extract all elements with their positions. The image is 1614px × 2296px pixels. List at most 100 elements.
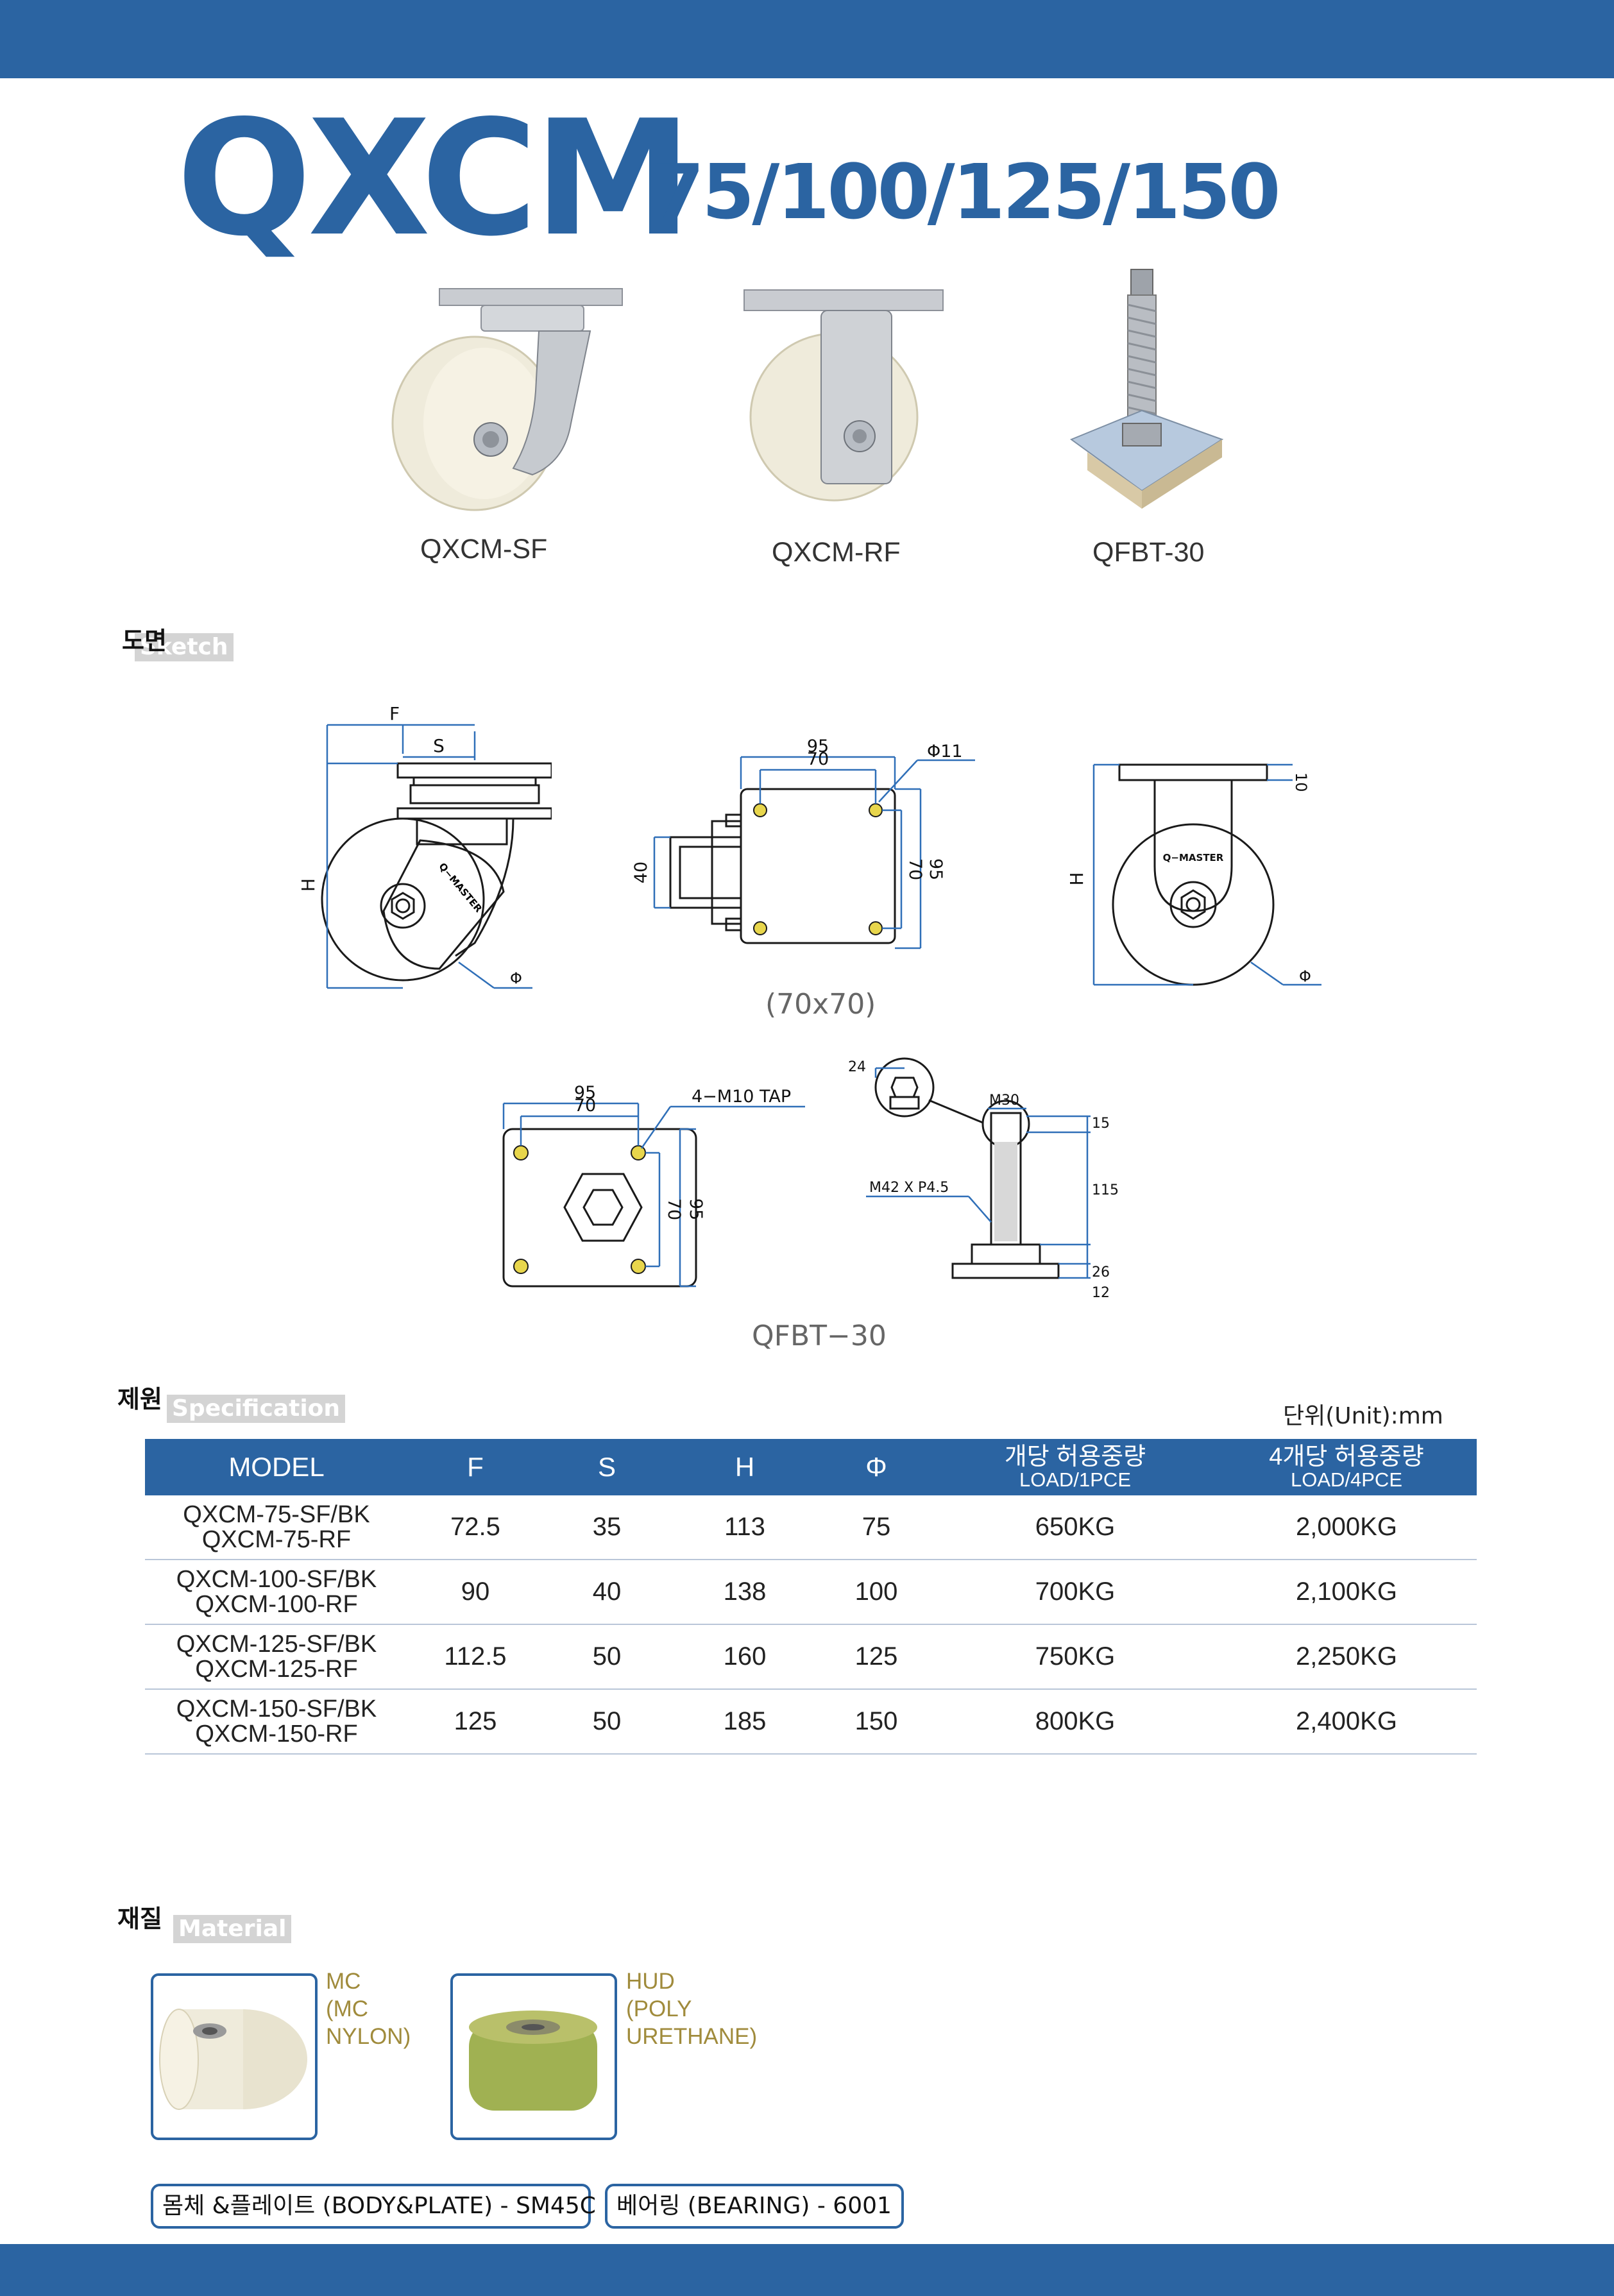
brand-title: QXCM — [176, 87, 692, 271]
qfbt-dim-70: 70 — [574, 1096, 596, 1116]
bottom-banner — [0, 2244, 1614, 2296]
material-sample-mc — [151, 1973, 318, 2140]
qfbt-dim-26: 26 — [1092, 1264, 1110, 1280]
hud-line2: (POLY — [626, 1996, 692, 2021]
plate-dim-v70: 70 — [905, 858, 925, 880]
product-name-rigid: QXCM-RF — [772, 537, 901, 568]
section-spec-en: Specification — [167, 1395, 346, 1423]
swivel-dim-s: S — [433, 735, 445, 756]
header-s: S — [543, 1439, 671, 1495]
mc-line1: MC — [326, 1969, 361, 1994]
header-model: MODEL — [145, 1439, 408, 1495]
body-plate-material: 몸체 &플레이트 (BODY&PLATE) - SM45C — [151, 2184, 596, 2229]
urethane-wheel-image — [469, 2011, 597, 2111]
cell-f: 125 — [408, 1689, 543, 1755]
plate-dim-hole: Φ11 — [927, 742, 963, 761]
qfbt-dim-v70: 70 — [664, 1198, 684, 1220]
qfbt-dim-12: 12 — [1092, 1285, 1110, 1301]
qfbt-caption: QFBT−30 — [752, 1320, 887, 1352]
cell-phi: 150 — [819, 1689, 934, 1755]
header-phi: Φ — [819, 1439, 934, 1495]
model-swivel: QXCM-150-SF/BK — [176, 1695, 377, 1722]
cell-load1: 800KG — [934, 1689, 1216, 1755]
cell-s: 50 — [543, 1689, 671, 1755]
material-label-hud: HUD (POLY URETHANE) — [626, 1968, 757, 2050]
rigid-dim-phi: Φ — [1299, 967, 1311, 985]
spec-header-row: MODEL F S H Φ 개당 허용중량 LOAD/1PCE 4개당 허용중량… — [145, 1439, 1477, 1495]
cell-model: QXCM-125-SF/BK QXCM-125-RF — [145, 1624, 408, 1690]
material-label-mc: MC (MC NYLON) — [326, 1968, 411, 2050]
cell-phi: 125 — [819, 1624, 934, 1690]
rigid-logo: Q−MASTER — [1163, 852, 1224, 863]
qfbt-dim-m30: M30 — [989, 1093, 1019, 1109]
cell-load4: 2,000KG — [1216, 1495, 1477, 1560]
cell-h: 113 — [671, 1495, 819, 1560]
drawing-rigid-caster: Q−MASTER 10 H Φ — [1066, 763, 1321, 986]
drawing-qfbt-side: 24 M30 15 115 M42 X P4.5 26 12 — [848, 1057, 1119, 1301]
top-banner — [0, 0, 1614, 78]
qfbt-dim-tap: 4−M10 TAP — [692, 1087, 791, 1107]
cell-s: 50 — [543, 1624, 671, 1690]
cell-f: 90 — [408, 1560, 543, 1625]
section-sketch-ko: 도면 — [122, 627, 167, 655]
cell-f: 72.5 — [408, 1495, 543, 1560]
cell-load1: 700KG — [934, 1560, 1216, 1625]
drawing-qfbt-plate: 95 70 4−M10 TAP 70 95 — [502, 1083, 805, 1288]
cell-load1: 650KG — [934, 1495, 1216, 1560]
cell-load4: 2,250KG — [1216, 1624, 1477, 1690]
hud-line1: HUD — [626, 1969, 675, 1994]
mc-line3: NYLON) — [326, 2024, 411, 2049]
cell-h: 185 — [671, 1689, 819, 1755]
rigid-dim-10: 10 — [1292, 772, 1310, 792]
table-row: QXCM-75-SF/BK QXCM-75-RF 72.5 35 113 75 … — [145, 1495, 1477, 1560]
nylon-wheel-image — [159, 2009, 307, 2110]
qfbt-dim-24: 24 — [848, 1059, 866, 1075]
material-sample-hud — [450, 1973, 617, 2140]
header-load4-sub: LOAD/4PCE — [1290, 1468, 1402, 1491]
cell-load4: 2,100KG — [1216, 1560, 1477, 1625]
unit-label: 단위(Unit):mm — [1283, 1403, 1443, 1429]
plate-caption: (70x70) — [765, 988, 876, 1021]
size-range: 75/100/125/150 — [652, 148, 1280, 236]
cell-model: QXCM-150-SF/BK QXCM-150-RF — [145, 1689, 408, 1755]
product-name-qfbt: QFBT-30 — [1092, 537, 1205, 568]
product-photo-rigid — [743, 289, 944, 502]
qfbt-dim-thread: M42 X P4.5 — [869, 1180, 949, 1196]
section-material-en: Material — [173, 1915, 292, 1943]
section-spec-ko: 제원 — [117, 1385, 162, 1413]
hud-line3: URETHANE) — [626, 2024, 758, 2049]
table-row: QXCM-150-SF/BK QXCM-150-RF 125 50 185 15… — [145, 1689, 1477, 1755]
swivel-dim-phi: Φ — [510, 969, 522, 987]
product-photo-swivel — [391, 288, 623, 511]
model-rigid: QXCM-75-RF — [201, 1526, 352, 1553]
table-row: QXCM-100-SF/BK QXCM-100-RF 90 40 138 100… — [145, 1560, 1477, 1625]
header-h: H — [671, 1439, 819, 1495]
drawing-top-plate: 95 70 Φ11 40 70 95 — [631, 736, 975, 949]
spec-table: MODEL F S H Φ 개당 허용중량 LOAD/1PCE 4개당 허용중량… — [145, 1439, 1477, 1755]
plate-dim-v95: 95 — [926, 858, 946, 880]
rigid-dim-h: H — [1066, 872, 1087, 885]
model-rigid: QXCM-125-RF — [195, 1655, 358, 1683]
header-load1-sub: LOAD/1PCE — [1019, 1468, 1131, 1491]
model-rigid: QXCM-150-RF — [195, 1720, 358, 1748]
header-load-4pce: 4개당 허용중량 LOAD/4PCE — [1216, 1439, 1477, 1495]
cell-h: 138 — [671, 1560, 819, 1625]
cell-phi: 75 — [819, 1495, 934, 1560]
cell-s: 40 — [543, 1560, 671, 1625]
cell-model: QXCM-75-SF/BK QXCM-75-RF — [145, 1495, 408, 1560]
cell-h: 160 — [671, 1624, 819, 1690]
qfbt-dim-115: 115 — [1092, 1182, 1119, 1198]
section-material-ko: 재질 — [117, 1905, 162, 1933]
product-name-swivel: QXCM-SF — [420, 534, 548, 565]
cell-phi: 100 — [819, 1560, 934, 1625]
product-photo-qfbt — [1069, 269, 1224, 509]
drawing-swivel-caster: Q−MASTER F S H Φ — [298, 703, 552, 989]
header-f: F — [408, 1439, 543, 1495]
model-swivel: QXCM-100-SF/BK — [176, 1565, 377, 1593]
qfbt-dim-15: 15 — [1092, 1116, 1110, 1132]
header-load-1pce: 개당 허용중량 LOAD/1PCE — [934, 1439, 1216, 1495]
plate-dim-70: 70 — [807, 749, 829, 769]
table-row: QXCM-125-SF/BK QXCM-125-RF 112.5 50 160 … — [145, 1624, 1477, 1690]
plate-dim-40: 40 — [631, 862, 651, 883]
swivel-dim-f: F — [389, 703, 400, 724]
